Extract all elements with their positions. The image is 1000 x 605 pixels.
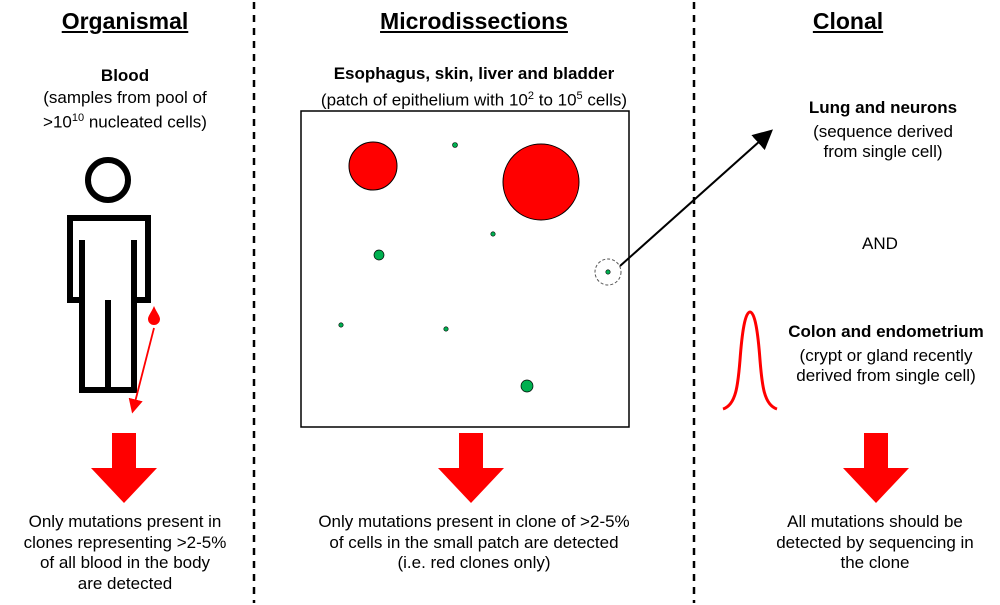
green-clone	[605, 269, 611, 275]
organismal-desc-base: >10	[43, 112, 72, 132]
microdissections-bottom-line: of cells in the small patch are detected	[329, 532, 619, 552]
colon-desc-line: (crypt or gland recently	[799, 346, 973, 365]
crypt-icon	[722, 310, 778, 411]
red-down-arrow	[843, 433, 909, 503]
microdissections-bottom-line: Only mutations present in clone of >2-5%	[318, 512, 630, 531]
green-clone	[520, 379, 534, 393]
lung-desc-line: from single cell)	[823, 142, 943, 161]
and-label: AND	[862, 234, 898, 253]
microdissections-subtitle: Esophagus, skin, liver and bladder	[333, 64, 615, 83]
organismal-bottom-line: clones representing >2-5%	[23, 532, 227, 552]
organismal-bottom-line: are detected	[77, 573, 173, 593]
clonal-link-arrow	[619, 129, 773, 267]
clonal-bottom-line: the clone	[840, 553, 910, 572]
green-clone	[452, 142, 458, 148]
green-clone	[490, 231, 496, 237]
blood-sample-arrow	[128, 327, 155, 414]
organismal-bottom-line: Only mutations present in	[28, 512, 222, 531]
red-clone	[348, 141, 398, 191]
red-down-arrow	[91, 433, 157, 503]
green-clone	[338, 322, 344, 328]
organismal-description: (samples from pool of >1010 nucleated ce…	[0, 88, 250, 133]
microdissections-description: (patch of epithelium with 102 to 105 cel…	[258, 86, 690, 111]
blood-drop-icon	[148, 306, 160, 325]
microdissections-bottom-line: (i.e. red clones only)	[397, 553, 551, 572]
microdissections-desc-b: to 10	[534, 90, 577, 110]
organismal-desc-line1: (samples from pool of	[43, 88, 207, 107]
person-icon	[67, 157, 151, 393]
clonal-conclusion: All mutations should be detected by sequ…	[740, 512, 1000, 574]
organismal-conclusion: Only mutations present in clones represe…	[0, 512, 250, 594]
microdissections-title: Microdissections	[380, 8, 568, 34]
green-clone	[443, 326, 449, 332]
clonal-bottom-line: detected by sequencing in	[776, 532, 974, 552]
organismal-desc-post: nucleated cells)	[84, 112, 207, 132]
organismal-title: Organismal	[61, 8, 189, 34]
green-clone	[373, 249, 385, 261]
organismal-bottom-line: of all blood in the body	[39, 553, 211, 572]
microdissections-desc-c: cells)	[582, 90, 628, 110]
organismal-desc-line2: >1010 nucleated cells)	[0, 108, 250, 133]
clonal-title: Clonal	[812, 8, 884, 34]
microdissections-conclusion: Only mutations present in clone of >2-5%…	[258, 512, 690, 574]
microdissections-desc-a: (patch of epithelium with 10	[320, 90, 528, 110]
colon-endometrium-title: Colon and endometrium	[788, 322, 984, 341]
organismal-subtitle: Blood	[100, 66, 150, 85]
red-clone	[502, 143, 580, 221]
lung-desc-line: (sequence derived	[813, 122, 953, 141]
red-down-arrow	[438, 433, 504, 503]
microdissections-exp-a: 2	[527, 90, 534, 102]
selected-clone-outline	[594, 258, 622, 286]
colon-desc-line: derived from single cell)	[796, 366, 976, 385]
microdissections-exp-b: 5	[576, 90, 583, 102]
organismal-desc-exp: 10	[71, 112, 85, 124]
lung-neurons-title: Lung and neurons	[808, 98, 958, 117]
clonal-bottom-line: All mutations should be	[787, 512, 963, 531]
lung-neurons-description: (sequence derived from single cell)	[778, 122, 988, 162]
colon-endometrium-description: (crypt or gland recently derived from si…	[775, 346, 997, 386]
